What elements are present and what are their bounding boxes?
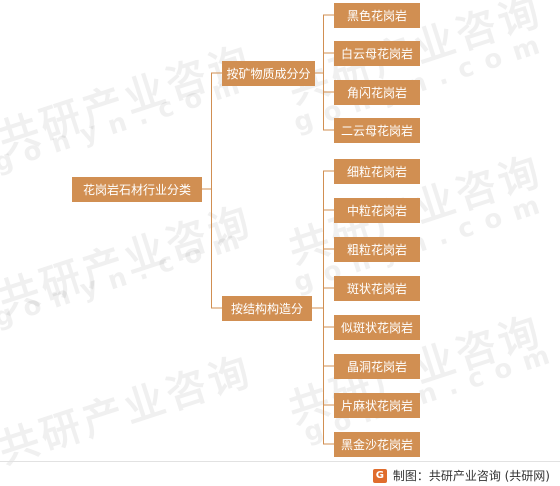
leaf-node: 中粒花岗岩 bbox=[334, 198, 420, 223]
footer-credit: G 制图：共研产业咨询 (共研网) bbox=[372, 467, 550, 484]
leaf-node: 似斑状花岗岩 bbox=[334, 315, 420, 340]
footer-divider bbox=[0, 461, 560, 462]
leaf-node: 二云母花岗岩 bbox=[334, 118, 420, 143]
leaf-node: 斑状花岗岩 bbox=[334, 276, 420, 301]
leaf-node: 黑金沙花岗岩 bbox=[334, 432, 420, 457]
gonyn-logo-icon: G bbox=[372, 468, 387, 483]
branch-node-structure: 按结构构造分 bbox=[222, 296, 312, 321]
branch-node-mineral-composition: 按矿物质成分分 bbox=[222, 61, 315, 86]
leaf-node: 晶洞花岗岩 bbox=[334, 354, 420, 379]
root-node: 花岗岩石材行业分类 bbox=[72, 177, 202, 202]
leaf-node: 粗粒花岗岩 bbox=[334, 237, 420, 262]
leaf-node: 角闪花岗岩 bbox=[334, 80, 420, 105]
leaf-node: 细粒花岗岩 bbox=[334, 159, 420, 184]
leaf-node: 白云母花岗岩 bbox=[334, 41, 420, 66]
leaf-node: 黑色花岗岩 bbox=[334, 3, 420, 28]
leaf-node: 片麻状花岗岩 bbox=[334, 393, 420, 418]
footer-text: 制图：共研产业咨询 (共研网) bbox=[392, 469, 550, 483]
